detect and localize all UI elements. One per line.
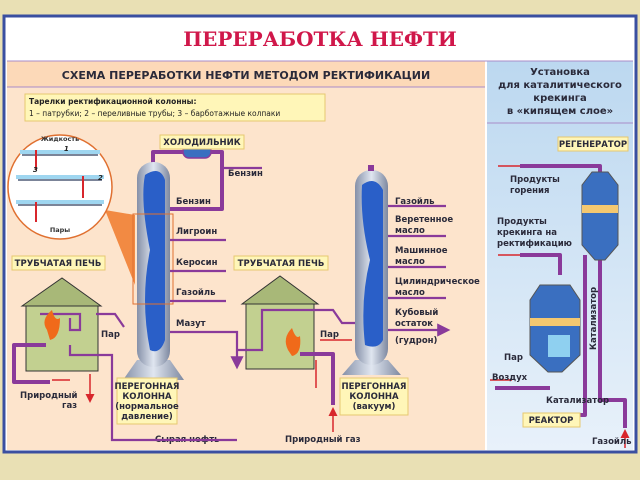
tube-furnace-2 xyxy=(237,275,355,432)
distillation-column-normal xyxy=(123,144,224,380)
svg-text:КОЛОННА: КОЛОННА xyxy=(349,392,399,402)
legend-title: Тарелки ректификационной колонны: xyxy=(29,97,196,106)
svg-text:3: 3 xyxy=(33,166,38,174)
svg-text:крекинга на: крекинга на xyxy=(497,228,557,238)
output-gasoil: Газойль xyxy=(176,288,216,298)
reactor-label: РЕАКТОР xyxy=(529,416,574,426)
svg-text:газ: газ xyxy=(62,401,77,411)
right-heading: Установка для каталитического крекинга в… xyxy=(498,67,622,117)
flame-icon xyxy=(285,328,301,356)
steam-label-1: Пар xyxy=(101,330,120,340)
svg-text:Цилиндрическое: Цилиндрическое xyxy=(395,277,480,287)
svg-text:Жидкость: Жидкость xyxy=(41,135,79,143)
column1-label-box xyxy=(116,377,178,425)
svg-text:Установка: Установка xyxy=(530,67,590,78)
cooler-label: ХОЛОДИЛЬНИК xyxy=(163,138,241,148)
flame-icon xyxy=(44,310,60,340)
svg-text:масло: масло xyxy=(395,257,425,267)
regenerator-label: РЕГЕНЕРАТОР xyxy=(559,140,627,150)
svg-text:(вакуум): (вакуум) xyxy=(353,402,396,412)
cooler-label-box xyxy=(159,134,245,150)
natural-gas-label-1: Природный xyxy=(20,391,78,401)
svg-text:масло: масло xyxy=(395,288,425,298)
svg-text:масло: масло xyxy=(395,226,425,236)
svg-text:Веретенное: Веретенное xyxy=(395,215,453,225)
svg-text:Машинное: Машинное xyxy=(395,246,448,256)
output-kerosin: Керосин xyxy=(176,258,218,268)
natural-gas-label-2: Природный газ xyxy=(285,435,361,445)
column2-outputs: Газойль Веретенное масло Машинное масло … xyxy=(285,197,480,445)
svg-text:ПЕРЕГОННАЯ: ПЕРЕГОННАЯ xyxy=(342,382,407,392)
furnace1-label: ТРУБЧАТАЯ ПЕЧЬ xyxy=(15,259,102,269)
tube-furnace-1 xyxy=(12,277,237,442)
svg-text:1: 1 xyxy=(64,145,69,153)
page-title: ПЕРЕРАБОТКА НЕФТИ xyxy=(183,27,456,51)
svg-text:(нормальное: (нормальное xyxy=(115,402,179,412)
distillation-column-vacuum xyxy=(342,165,401,375)
svg-text:в «кипящем слое»: в «кипящем слое» xyxy=(507,106,613,117)
column2-label: ПЕРЕГОННАЯ КОЛОННА (вакуум) xyxy=(342,382,407,412)
air-label: Воздух xyxy=(492,373,528,383)
furnace2-label: ТРУБЧАТАЯ ПЕЧЬ xyxy=(238,259,325,269)
svg-text:крекинга: крекинга xyxy=(533,93,586,104)
svg-text:ПЕРЕГОННАЯ: ПЕРЕГОННАЯ xyxy=(115,382,180,392)
combustion-products-label: Продукты xyxy=(510,175,560,185)
svg-text:давление): давление) xyxy=(121,412,173,422)
catalyst-vertical-label: Катализатор xyxy=(589,287,599,350)
output-mazut: Мазут xyxy=(176,319,206,329)
output-ligroin: Лигроин xyxy=(176,227,217,237)
cracking-products-label: Продукты xyxy=(497,217,547,227)
catalyst-horizontal-label: Катализатор xyxy=(546,396,609,406)
svg-text:Пары: Пары xyxy=(50,226,70,234)
output-benzin-top: Бензин xyxy=(228,169,263,179)
steam-label-3: Пар xyxy=(504,353,523,363)
legend-box xyxy=(24,93,326,122)
left-heading: СХЕМА ПЕРЕРАБОТКИ НЕФТИ МЕТОДОМ РЕКТИФИК… xyxy=(62,69,430,82)
svg-text:горения: горения xyxy=(510,186,549,196)
tray-inset: Жидкость Пары 1 2 3 xyxy=(7,134,135,285)
svg-text:ректификацию: ректификацию xyxy=(497,239,572,249)
svg-text:Кубовый: Кубовый xyxy=(395,307,438,318)
cracking-unit xyxy=(495,164,627,428)
gasoil-feed-label: Газойль xyxy=(592,437,632,447)
svg-text:остаток: остаток xyxy=(395,319,433,329)
svg-text:2: 2 xyxy=(98,174,103,182)
legend-text: 1 – патрубки; 2 – переливные трубы; 3 – … xyxy=(29,109,280,118)
svg-text:Газойль: Газойль xyxy=(395,197,435,207)
svg-text:КОЛОННА: КОЛОННА xyxy=(122,392,172,402)
steam-label-2: Пар xyxy=(320,330,339,340)
svg-text:(гудрон): (гудрон) xyxy=(395,336,438,346)
svg-text:для каталитического: для каталитического xyxy=(498,80,622,91)
output-benzin: Бензин xyxy=(176,197,211,207)
column1-label: ПЕРЕГОННАЯ КОЛОННА (нормальное давление) xyxy=(115,382,180,422)
